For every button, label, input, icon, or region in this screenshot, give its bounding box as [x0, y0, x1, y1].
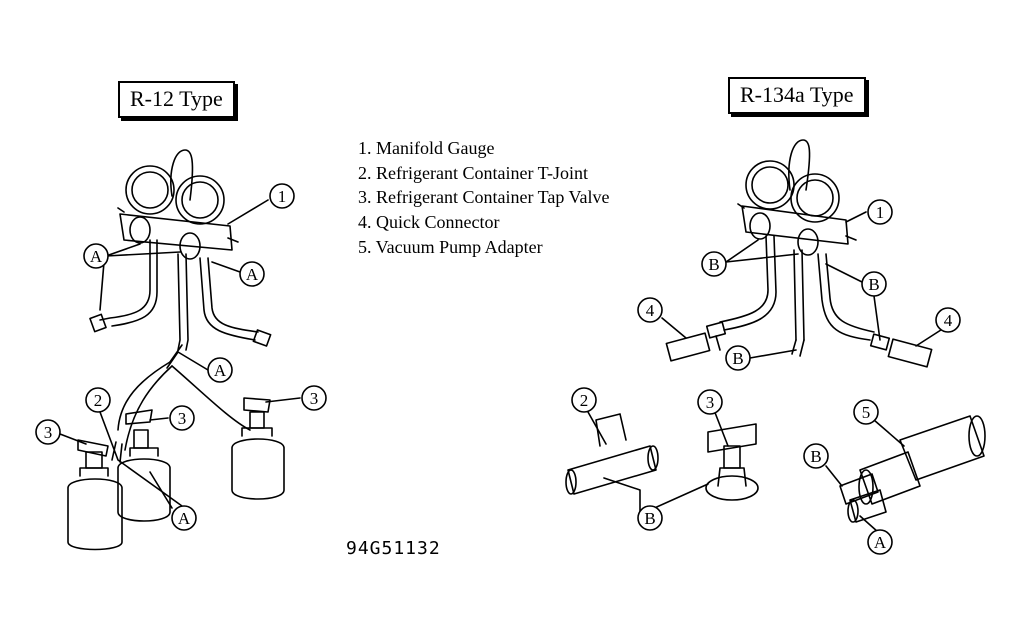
svg-text:1: 1	[278, 187, 287, 206]
parts-legend: 1. Manifold Gauge 2. Refrigerant Contain…	[358, 136, 610, 260]
svg-text:A: A	[246, 265, 259, 284]
callout-2-r134a: 2	[571, 387, 597, 413]
svg-text:3: 3	[310, 389, 319, 408]
svg-text:2: 2	[94, 391, 103, 410]
r134a-tap-valve	[705, 423, 759, 501]
svg-text:3: 3	[706, 393, 715, 412]
r134a-quick-connectors	[665, 321, 933, 368]
svg-text:A: A	[874, 533, 887, 552]
legend-item-5: 5. Vacuum Pump Adapter	[358, 236, 543, 257]
svg-text:4: 4	[646, 301, 655, 320]
svg-text:B: B	[810, 447, 821, 466]
callout-3-r12-left: 3	[35, 419, 61, 445]
r134a-t-joint	[565, 413, 659, 495]
r134a-vacuum-pump-adapter	[839, 415, 986, 523]
legend-item-1: 1. Manifold Gauge	[358, 138, 495, 158]
svg-text:4: 4	[944, 311, 953, 330]
callout-b-r134a-top: B	[701, 251, 727, 277]
svg-text:B: B	[732, 349, 743, 368]
figure-code: 94G51132	[346, 538, 441, 559]
svg-text:A: A	[214, 361, 227, 380]
callout-a-r12-bottom: A	[171, 505, 197, 531]
svg-text:3: 3	[178, 409, 187, 428]
callout-a-r134a: A	[867, 529, 893, 555]
callout-b-r134a-adapter: B	[803, 443, 829, 469]
callout-a-r12-right: A	[239, 261, 265, 287]
callout-b-r134a-bottom: B	[637, 505, 663, 531]
svg-text:B: B	[644, 509, 655, 528]
callout-b-r134a-right: B	[861, 271, 887, 297]
svg-text:5: 5	[862, 403, 871, 422]
legend-item-4: 4. Quick Connector	[358, 212, 500, 233]
svg-text:1: 1	[876, 203, 885, 222]
svg-text:A: A	[90, 247, 103, 266]
r12-refrigerant-containers	[67, 397, 285, 551]
svg-text:3: 3	[44, 423, 53, 442]
legend-item-2: 2. Refrigerant Container T-Joint	[358, 162, 588, 183]
callout-labels: 1 A A A 2 3 3 3 A 1 B B 4 4 B 2 3 5 B B …	[35, 183, 961, 555]
callout-3-r12-mid: 3	[169, 405, 195, 431]
callout-5-r134a: 5	[853, 399, 879, 425]
svg-text:B: B	[708, 255, 719, 274]
callout-a-r12-mid: A	[207, 357, 233, 383]
legend-item-3: 3. Refrigerant Container Tap Valve	[358, 187, 610, 208]
r12-type-title: R-12 Type	[118, 81, 235, 118]
svg-text:A: A	[178, 509, 191, 528]
r134a-manifold-gauge	[719, 139, 875, 357]
svg-text:B: B	[868, 275, 879, 294]
callout-3-r12-right: 3	[301, 385, 327, 411]
callout-1-r134a: 1	[867, 199, 893, 225]
callout-1-r12: 1	[269, 183, 295, 209]
callout-4-r134a-right: 4	[935, 307, 961, 333]
callout-4-r134a-left: 4	[637, 297, 663, 323]
svg-text:2: 2	[580, 391, 589, 410]
r12-manifold-gauge	[89, 149, 272, 369]
r134a-type-title: R-134a Type	[728, 77, 866, 114]
callout-a-r12-top: A	[83, 243, 109, 269]
callout-3-r134a: 3	[697, 389, 723, 415]
callout-b-r134a-mid: B	[725, 345, 751, 371]
callout-2-r12: 2	[85, 387, 111, 413]
